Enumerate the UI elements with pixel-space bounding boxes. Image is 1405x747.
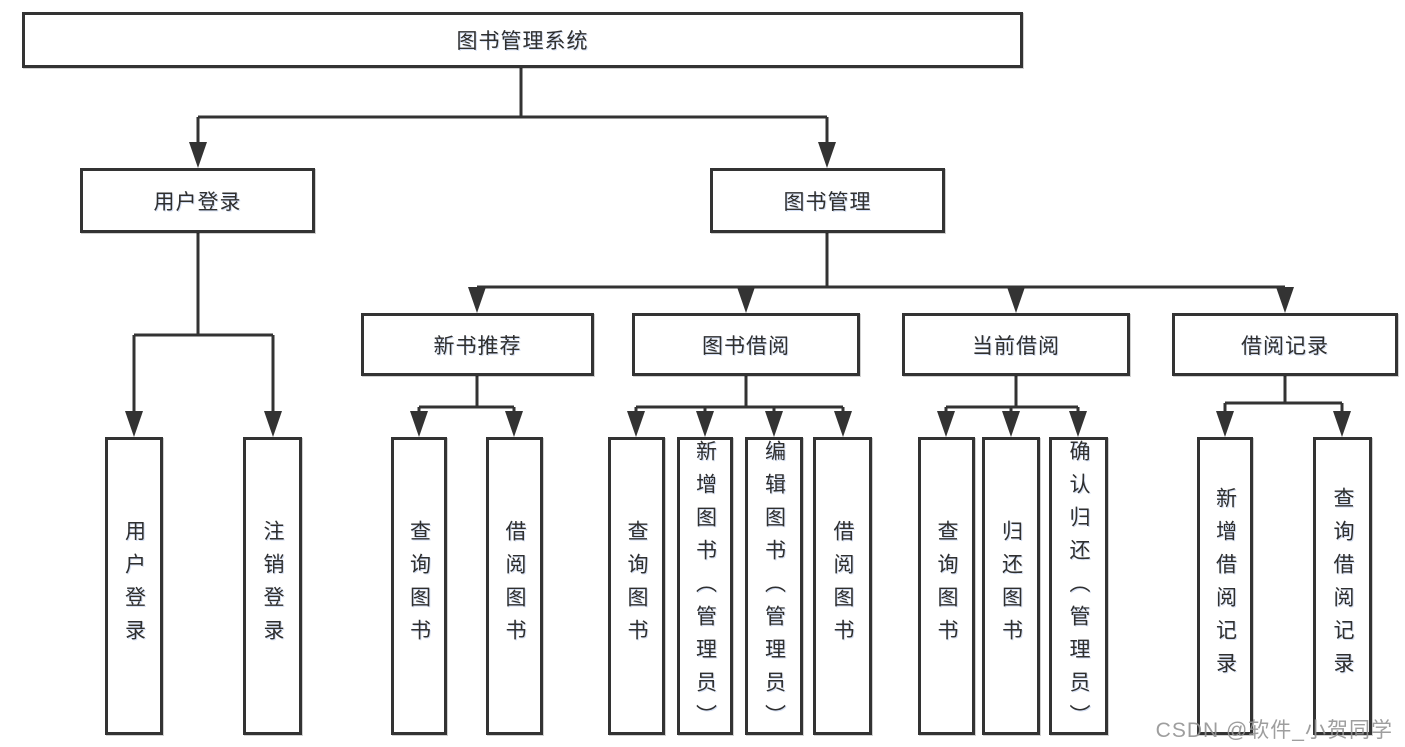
- arrowhead-down-icon: [125, 411, 143, 437]
- arrowhead-down-icon: [1276, 287, 1294, 313]
- node-label: 用户登录: [153, 190, 242, 214]
- arrowhead-down-icon: [1333, 411, 1351, 437]
- arrowhead-down-icon: [737, 287, 755, 313]
- node-label: 编辑图书（管理员）: [762, 440, 786, 737]
- arrowhead-down-icon: [765, 411, 783, 437]
- node-label: 借阅图书: [831, 520, 854, 652]
- arrowhead-down-icon: [937, 411, 955, 437]
- node-label: 图书管理: [783, 190, 872, 214]
- node-system-root: 图书管理系统: [22, 12, 1023, 68]
- leaf-user-login: 用户登录: [105, 437, 163, 735]
- node-label: 用户登录: [122, 520, 146, 652]
- node-label: 图书借阅: [702, 334, 790, 358]
- node-label: 查询借阅记录: [1331, 487, 1354, 685]
- leaf-query-books-1: 查询图书: [391, 437, 447, 735]
- arrowhead-down-icon: [834, 411, 852, 437]
- arrowhead-down-icon: [696, 411, 714, 437]
- node-label: 新书推荐: [433, 334, 522, 358]
- node-current-borrow: 当前借阅: [902, 313, 1130, 376]
- arrowhead-down-icon: [627, 411, 645, 437]
- leaf-query-borrow-record: 查询借阅记录: [1313, 437, 1372, 735]
- node-label: 借阅记录: [1241, 334, 1329, 358]
- node-borrow-records: 借阅记录: [1172, 313, 1398, 376]
- node-label: 当前借阅: [972, 334, 1060, 358]
- leaf-return-books: 归还图书: [982, 437, 1040, 735]
- arrowhead-down-icon: [410, 411, 428, 437]
- arrowhead-down-icon: [1216, 411, 1234, 437]
- leaf-edit-books-admin: 编辑图书（管理员）: [745, 437, 803, 737]
- node-label: 图书管理系统: [456, 30, 589, 53]
- node-label: 确认归还（管理员）: [1067, 440, 1090, 737]
- arrowhead-down-icon: [1007, 287, 1025, 313]
- node-book-borrow: 图书借阅: [632, 313, 860, 376]
- leaf-logout: 注销登录: [243, 437, 302, 735]
- node-label: 注销登录: [261, 520, 284, 652]
- node-label: 新增借阅记录: [1213, 487, 1237, 685]
- arrowhead-down-icon: [505, 411, 523, 437]
- node-label: 查询图书: [935, 520, 958, 652]
- node-label: 查询图书: [625, 520, 648, 652]
- node-new-book-recommend: 新书推荐: [361, 313, 594, 376]
- leaf-add-books-admin: 新增图书（管理员）: [677, 437, 733, 737]
- node-book-management: 图书管理: [710, 168, 945, 233]
- leaf-query-books-2: 查询图书: [608, 437, 665, 735]
- arrowhead-down-icon: [468, 287, 486, 313]
- node-user-login: 用户登录: [80, 168, 315, 233]
- arrowhead-down-icon: [818, 142, 836, 168]
- leaf-query-books-3: 查询图书: [918, 437, 975, 735]
- node-label: 查询图书: [407, 520, 431, 652]
- node-label: 新增图书（管理员）: [693, 440, 717, 737]
- arrowhead-down-icon: [264, 411, 282, 437]
- node-label: 归还图书: [999, 520, 1023, 652]
- node-label: 借阅图书: [503, 520, 526, 652]
- leaf-borrow-books-2: 借阅图书: [813, 437, 872, 735]
- arrowhead-down-icon: [189, 142, 207, 168]
- arrowhead-down-icon: [1069, 411, 1087, 437]
- leaf-borrow-books-1: 借阅图书: [486, 437, 543, 735]
- watermark: CSDN @软件_小贺同学: [1155, 719, 1393, 742]
- leaf-confirm-return-admin: 确认归还（管理员）: [1049, 437, 1108, 737]
- arrowhead-down-icon: [1002, 411, 1020, 437]
- leaf-add-borrow-record: 新增借阅记录: [1197, 437, 1253, 735]
